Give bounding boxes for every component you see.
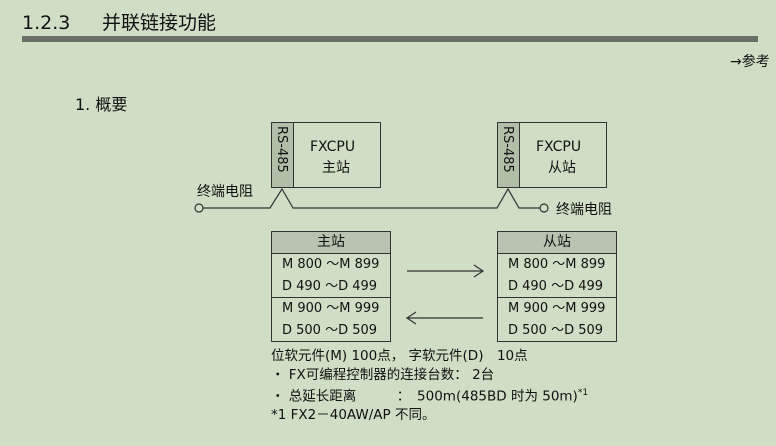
terminator-left-icon <box>194 203 204 213</box>
role-label: 主站 <box>322 160 350 176</box>
note-distance: ・ 总延长距离 ： 500m(485BD 时为 50m)*1 <box>271 384 588 406</box>
master-table: 主站 M 800 ～M 899 D 490 ～D 499 M 900 ～M 999… <box>271 231 391 342</box>
master-cpu-box: RS-485 FXCPU 主站 <box>271 122 381 188</box>
footnote: *1 FX2－40AW/AP 不同。 <box>271 407 436 423</box>
table-row: M 900 ～M 999 <box>508 301 606 316</box>
table-header: 从站 <box>498 232 616 254</box>
section-number: 1.2.3 <box>22 12 71 34</box>
cpu-label: FXCPU <box>310 139 356 155</box>
terminator-left-label: 终端电阻 <box>197 184 253 200</box>
table-row: D 490 ～D 499 <box>282 278 378 294</box>
table-row: D 500 ～D 509 <box>282 322 378 338</box>
reference-link[interactable]: →参考 <box>730 54 770 70</box>
terminator-right-icon <box>539 203 549 213</box>
table-header: 主站 <box>272 232 390 254</box>
port-label: RS-485 <box>500 126 515 173</box>
table-row: M 800 ～M 899 <box>508 257 606 272</box>
bus-cable <box>203 187 540 209</box>
note-points: 位软元件(M) 100点， 字软元件(D) 10点 <box>271 348 528 364</box>
subsection-title: 1. 概要 <box>75 95 128 114</box>
slave-cpu-box: RS-485 FXCPU 从站 <box>497 122 607 188</box>
send-group: M 800 ～M 899 D 490 ～D 499 <box>272 254 390 298</box>
table-row: D 500 ～D 509 <box>508 322 604 338</box>
table-row: M 900 ～M 999 <box>282 301 380 316</box>
distance-text: ・ 总延长距离 ： 500m(485BD 时为 50m) <box>271 388 578 405</box>
port-label: RS-485 <box>274 126 289 173</box>
role-label: 从站 <box>548 160 576 176</box>
slave-rs485-port: RS-485 <box>498 123 520 187</box>
footnote-marker: *1 <box>577 388 589 398</box>
notes: 位软元件(M) 100点， 字软元件(D) 10点 ・ FX可编程控制器的连接台… <box>271 347 588 425</box>
master-rs485-port: RS-485 <box>272 123 294 187</box>
cpu-label: FXCPU <box>536 139 582 155</box>
receive-group: M 900 ～M 999 D 500 ～D 509 <box>272 298 390 341</box>
section-heading: 1.2.3 并联链接功能 <box>22 8 216 35</box>
section-title: 并联链接功能 <box>102 12 217 34</box>
receive-group: M 800 ～M 899 D 490 ～D 499 <box>498 254 616 298</box>
note-station-count: ・ FX可编程控制器的连接台数： 2台 <box>271 366 495 383</box>
terminator-right-label: 终端电阻 <box>556 202 612 218</box>
heading-divider <box>22 36 758 42</box>
table-row: M 800 ～M 899 <box>282 257 380 272</box>
table-row: D 490 ～D 499 <box>508 278 604 294</box>
send-group: M 900 ～M 999 D 500 ～D 509 <box>498 298 616 341</box>
slave-table: 从站 M 800 ～M 899 D 490 ～D 499 M 900 ～M 999… <box>497 231 617 342</box>
